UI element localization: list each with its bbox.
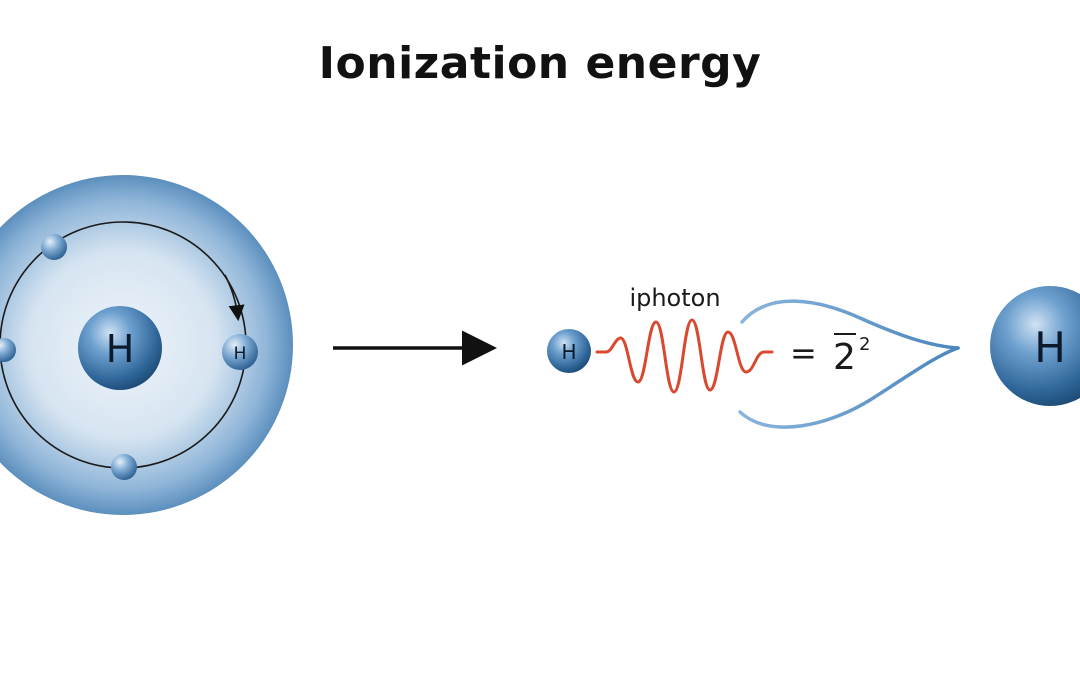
- page-title: Ionization energy: [318, 38, 762, 89]
- orbit-direction-arrow: [224, 274, 245, 322]
- photon-emitter-label: H: [561, 340, 576, 364]
- electron-bottom: [111, 454, 137, 480]
- ion-sphere: [990, 286, 1080, 406]
- beam-lower: [738, 346, 960, 429]
- orbit-electron-label: H: [234, 344, 247, 364]
- equation-exponent: 2: [859, 334, 870, 355]
- equation-equals: =: [790, 334, 817, 372]
- electron-left: [0, 338, 16, 362]
- equation-base: 2: [833, 337, 856, 378]
- energy-beam: [738, 299, 960, 429]
- beam-upper: [740, 299, 960, 350]
- photon-label: iphoton: [629, 284, 720, 312]
- photon-group: H iphoton: [547, 284, 774, 394]
- photon-emitter: [547, 329, 591, 373]
- wave-icon: [595, 318, 774, 394]
- electron-right: [222, 334, 258, 370]
- ion-label: H: [1034, 323, 1066, 372]
- nucleus: [78, 306, 162, 390]
- equation: = 2 2: [790, 333, 870, 378]
- hydrogen-atom: H H: [0, 175, 293, 515]
- electron-top: [41, 234, 67, 260]
- nucleus-label: H: [106, 327, 135, 371]
- hydrogen-ion: H: [990, 286, 1080, 406]
